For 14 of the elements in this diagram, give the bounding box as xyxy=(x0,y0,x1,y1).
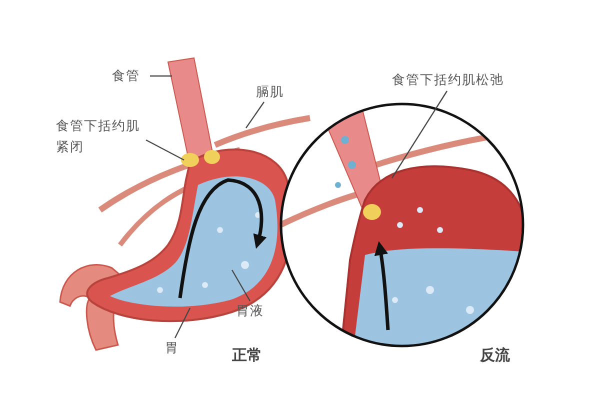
part-label: 胃 xyxy=(165,338,185,359)
part-label: 膈肌 xyxy=(256,82,292,103)
part-label: 胃液 xyxy=(236,301,272,322)
part-label: 食管 xyxy=(112,66,148,87)
caption-text: 反流 xyxy=(480,346,510,365)
leader-line xyxy=(392,90,448,178)
leader-line xyxy=(174,308,191,338)
part-label: 食管下括约肌松弛 xyxy=(392,70,520,91)
leader-line xyxy=(231,270,251,302)
leader-line xyxy=(150,75,172,77)
caption-text: 正常 xyxy=(232,346,262,365)
leader-line xyxy=(246,102,264,128)
part-label: 食管下括约肌紧闭 xyxy=(56,116,144,158)
leader-line xyxy=(146,139,184,161)
